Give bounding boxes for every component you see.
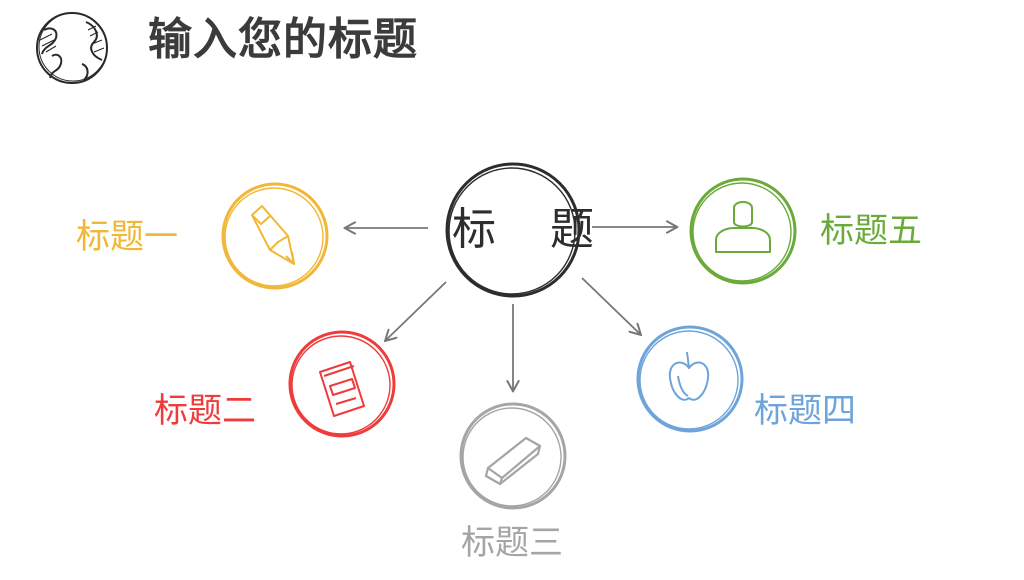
node-circle-1: [221, 182, 329, 290]
arrow-to-node-2: [386, 281, 447, 340]
center-label: 标 题: [452, 204, 614, 255]
center-circle: [445, 162, 581, 298]
page-title: 输入您的标题: [148, 14, 418, 65]
book-icon: [319, 361, 365, 417]
person-icon: [715, 201, 771, 253]
node-circle-4: [636, 325, 744, 433]
node-circle-3: [459, 402, 567, 510]
node-label-2: 标题二: [154, 391, 256, 431]
pencil-icon: [251, 205, 295, 265]
node-circle-2: [288, 330, 396, 438]
connector-arrows: [346, 227, 676, 390]
globe-icon: [36, 12, 108, 84]
apple-icon: [668, 351, 710, 401]
node-label-4: 标题四: [754, 391, 856, 431]
arrow-to-node-4: [581, 277, 640, 334]
node-circle-5: [689, 177, 797, 285]
eraser-icon: [484, 436, 542, 486]
node-label-5: 标题五: [820, 211, 922, 251]
node-label-3: 标题三: [461, 523, 563, 563]
node-label-1: 标题一: [76, 217, 178, 257]
